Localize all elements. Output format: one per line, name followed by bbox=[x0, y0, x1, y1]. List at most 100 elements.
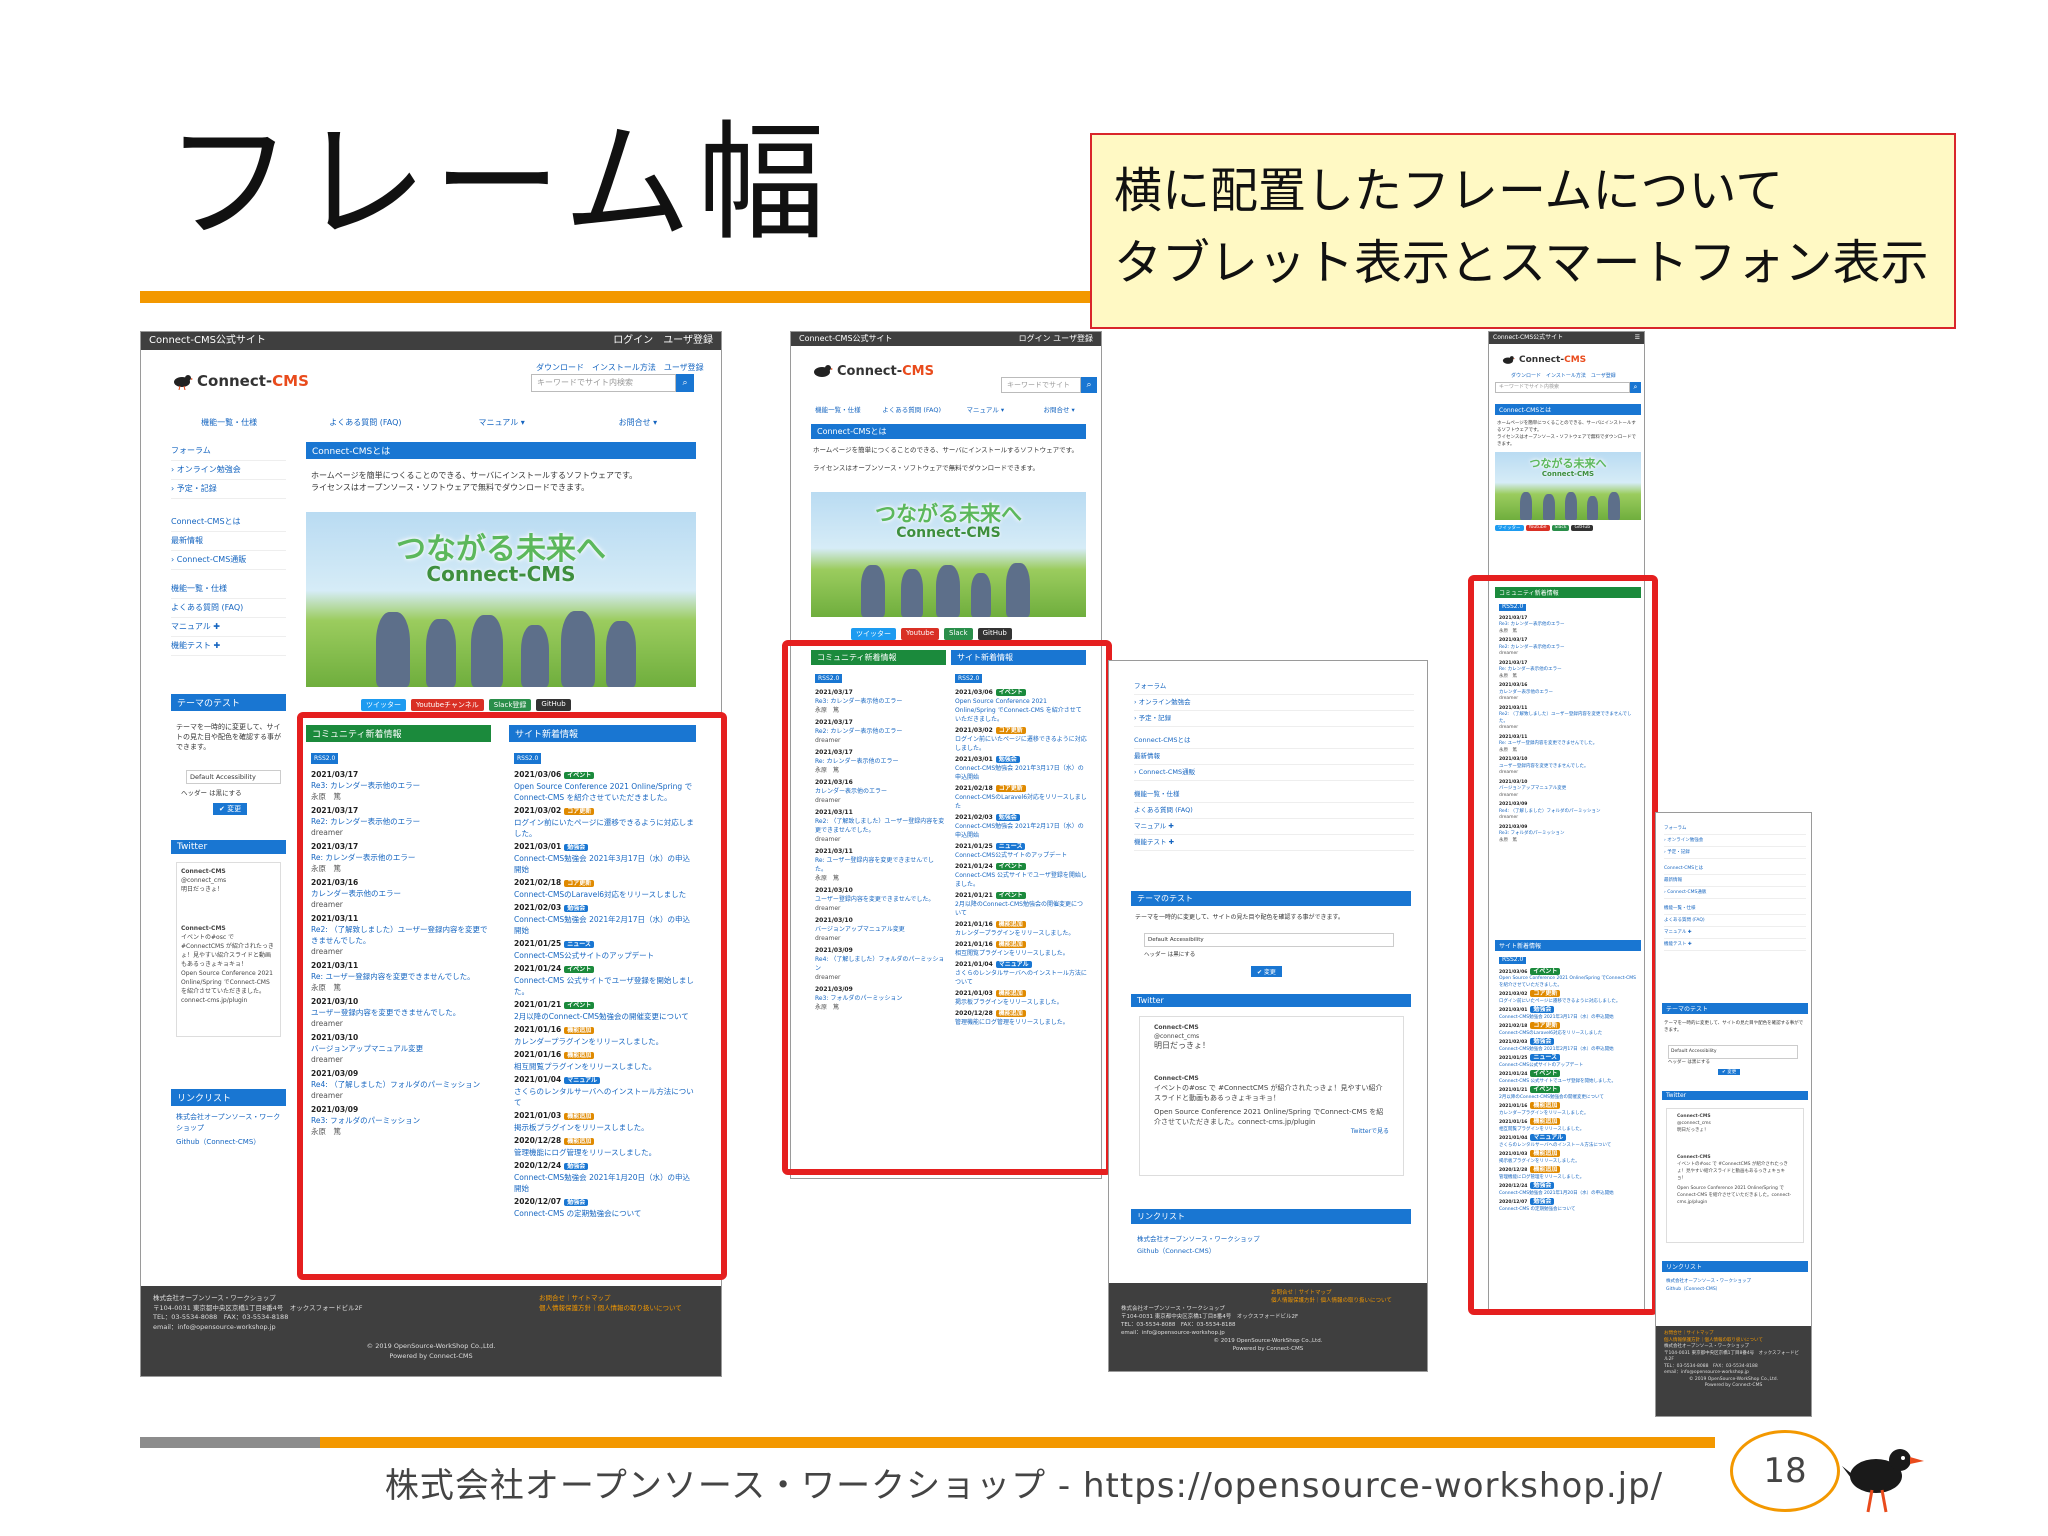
news-title[interactable]: ログイン前にいたページに遷移できるように対応しました。 bbox=[1499, 998, 1621, 1004]
news-title[interactable]: Connect-CMS公式サイトのアップデート bbox=[955, 852, 1068, 859]
sidebar-item[interactable]: › 予定・記録 bbox=[1664, 847, 1806, 859]
sidebar-item[interactable]: 機能一覧・仕様 bbox=[1664, 903, 1806, 915]
news-title[interactable]: ユーザー登録内容を変更できませんでした。 bbox=[815, 896, 935, 903]
news-title[interactable]: Connect-CMS 公式サイトでユーザ登録を開始しました。 bbox=[514, 976, 694, 996]
search-button[interactable]: ⌕ bbox=[676, 374, 694, 392]
news-title[interactable]: 相互閲覧プラグインをリリースしました。 bbox=[514, 1062, 657, 1071]
news-title[interactable]: ログイン前にいたページに遷移できるように対応しました。 bbox=[514, 818, 694, 838]
news-title[interactable]: 管理機能にログ管理をリリースしました。 bbox=[514, 1148, 657, 1157]
sidebar-item[interactable]: Connect-CMSとは bbox=[1664, 863, 1806, 875]
login-link[interactable]: ログイン bbox=[1018, 334, 1051, 343]
news-title[interactable]: 相互閲覧プラグインをリリースしました。 bbox=[1499, 1126, 1585, 1132]
sidebar-item[interactable]: 機能テスト ✚ bbox=[171, 637, 286, 656]
theme-select[interactable]: Default Accessibility bbox=[186, 770, 281, 784]
news-title[interactable]: バージョンアップマニュアル変更 bbox=[1499, 786, 1567, 791]
news-title[interactable]: Connect-CMS公式サイトのアップデート bbox=[514, 951, 655, 960]
news-title[interactable]: 2月以降のConnect-CMS勉強会の開催変更について bbox=[1499, 1094, 1604, 1100]
news-title[interactable]: Re2: カレンダー表示他のエラー bbox=[1499, 644, 1565, 650]
search-input[interactable]: キーワードでサイト bbox=[1001, 377, 1081, 393]
news-title[interactable]: Re2: （了解致しました）ユーザー登録内容を変更できませんでした。 bbox=[815, 818, 945, 834]
news-title[interactable]: Connect-CMS勉強会 2021年3月17日（水）の申込開始 bbox=[514, 854, 690, 874]
news-title[interactable]: Re: ユーザー登録内容を変更できませんでした。 bbox=[311, 972, 475, 981]
news-title[interactable]: さくらのレンタルサーバへのインストール方法について bbox=[514, 1087, 694, 1107]
news-title[interactable]: Re: ユーザー登録内容を変更できませんでした。 bbox=[815, 857, 934, 873]
search-input[interactable]: キーワードでサイト内検索 bbox=[531, 374, 676, 392]
link-item[interactable]: Github（Connect-CMS） bbox=[1666, 1287, 1721, 1292]
slack-button[interactable]: Slack登録 bbox=[488, 699, 532, 711]
sidebar-item[interactable]: 最新情報 bbox=[1664, 875, 1806, 887]
theme-select[interactable]: Default Accessibility bbox=[1668, 1045, 1798, 1059]
footer-links-2[interactable]: 個人情報保護方針｜個人情報の取り扱いについて bbox=[539, 1303, 682, 1312]
news-title[interactable]: Connect-CMS勉強会 2021年1月20日（水）の申込開始 bbox=[1499, 1190, 1614, 1196]
news-title[interactable]: カレンダープラグインをリリースしました。 bbox=[1499, 1110, 1589, 1116]
footer-links-2[interactable]: 個人情報保護方針｜個人情報の取り扱いについて bbox=[1271, 1298, 1392, 1304]
site-logo[interactable]: Connect-CMS bbox=[811, 362, 934, 380]
news-title[interactable]: 相互閲覧プラグインをリリースしました。 bbox=[955, 950, 1069, 957]
nav-faq[interactable]: よくある質問 (FAQ) bbox=[882, 406, 941, 414]
news-title[interactable]: Re4: （了解しました）フォルダのパーミッション bbox=[311, 1080, 481, 1089]
news-title[interactable]: Open Source Conference 2021 Online/Sprin… bbox=[1499, 976, 1636, 988]
news-title[interactable]: 管理機能にログ管理をリリースしました。 bbox=[955, 1019, 1069, 1026]
news-title[interactable]: Connect-CMS 公式サイトでユーザ登録を開始しました。 bbox=[1499, 1078, 1616, 1084]
site-logo[interactable]: Connect-CMS bbox=[1501, 354, 1586, 366]
news-title[interactable]: Connect-CMS の定期勉強会について bbox=[1499, 1206, 1576, 1212]
news-title[interactable]: 掲示板プラグインをリリースしました。 bbox=[1499, 1158, 1580, 1164]
sidebar-item[interactable]: › 予定・記録 bbox=[1134, 711, 1414, 727]
search-button[interactable]: ⌕ bbox=[1630, 382, 1641, 393]
sidebar-item[interactable]: 最新情報 bbox=[171, 532, 286, 551]
sidebar-item[interactable]: 機能テスト ✚ bbox=[1664, 939, 1806, 951]
nav-manual[interactable]: マニュアル ▾ bbox=[966, 406, 1005, 414]
news-title[interactable]: Re3: フォルダのパーミッション bbox=[815, 995, 903, 1002]
news-title[interactable]: カレンダー表示他のエラー bbox=[311, 889, 401, 898]
news-title[interactable]: Connect-CMS勉強会 2021年1月20日（水）の申込開始 bbox=[514, 1173, 690, 1193]
twitter-view-link[interactable]: Twitterで見る bbox=[1350, 1128, 1389, 1135]
news-title[interactable]: Re3: フォルダのパーミッション bbox=[1499, 831, 1565, 836]
top-links[interactable]: ダウンロード インストール方法 ユーザ登録 bbox=[536, 363, 704, 372]
news-title[interactable]: Re2: （了解致しました）ユーザー登録内容を変更できませんでした。 bbox=[1499, 712, 1632, 724]
footer-links[interactable]: お問合せ｜サイトマップ bbox=[1664, 1331, 1714, 1336]
theme-change-button[interactable]: ✔ 変更 bbox=[1251, 966, 1282, 977]
news-title[interactable]: Re2: （了解致しました）ユーザー登録内容を変更できませんでした。 bbox=[311, 925, 488, 945]
news-title[interactable]: Connect-CMS勉強会 2021年3月17日（水）の申込開始 bbox=[955, 765, 1084, 781]
news-title[interactable]: 掲示板プラグインをリリースしました。 bbox=[514, 1123, 649, 1132]
search-input[interactable]: キーワードでサイト内検索 bbox=[1495, 382, 1630, 393]
sidebar-item[interactable]: › Connect-CMS通販 bbox=[1664, 887, 1806, 899]
news-title[interactable]: Re2: カレンダー表示他のエラー bbox=[815, 728, 903, 735]
nav-contact[interactable]: お問合せ ▾ bbox=[618, 418, 658, 427]
news-title[interactable]: Re2: カレンダー表示他のエラー bbox=[311, 817, 421, 826]
news-title[interactable]: Re3: カレンダー表示他のエラー bbox=[1499, 622, 1565, 627]
news-title[interactable]: Open Source Conference 2021 Online/Sprin… bbox=[955, 698, 1082, 723]
news-title[interactable]: カレンダー表示他のエラー bbox=[815, 788, 888, 795]
news-title[interactable]: Re3: フォルダのパーミッション bbox=[311, 1116, 421, 1125]
link-item[interactable]: Github（Connect-CMS） bbox=[176, 1138, 261, 1146]
youtube-button[interactable]: Youtube bbox=[901, 628, 939, 640]
news-title[interactable]: Open Source Conference 2021 Online/Sprin… bbox=[514, 782, 693, 802]
news-title[interactable]: Re4: （了解しました）フォルダのパーミッション bbox=[815, 956, 945, 972]
theme-select[interactable]: Default Accessibility bbox=[1144, 933, 1394, 947]
rss-badge[interactable]: RSS2.0 bbox=[955, 674, 983, 683]
news-title[interactable]: Connect-CMS勉強会 2021年2月17日（水）の申込開始 bbox=[1499, 1046, 1614, 1052]
news-title[interactable]: Connect-CMSのLaravel6対応をリリースしました bbox=[514, 890, 687, 899]
sidebar-item[interactable]: 最新情報 bbox=[1134, 749, 1414, 765]
news-title[interactable]: Connect-CMS勉強会 2021年2月17日（水）の申込開始 bbox=[514, 915, 690, 935]
sidebar-item[interactable]: よくある質問 (FAQ) bbox=[1134, 803, 1414, 819]
sidebar-item[interactable]: 機能一覧・仕様 bbox=[1134, 787, 1414, 803]
news-title[interactable]: カレンダー表示他のエラー bbox=[1499, 689, 1553, 695]
news-title[interactable]: Re3: カレンダー表示他のエラー bbox=[311, 781, 421, 790]
news-title[interactable]: Connect-CMS勉強会 2021年3月17日（水）の申込開始 bbox=[1499, 1014, 1614, 1020]
news-title[interactable]: カレンダープラグインをリリースしました。 bbox=[955, 930, 1075, 937]
sidebar-item[interactable]: フォーラム bbox=[171, 442, 286, 461]
news-title[interactable]: Re: カレンダー表示他のエラー bbox=[1499, 667, 1562, 672]
news-title[interactable]: ログイン前にいたページに遷移できるように対応しました。 bbox=[955, 736, 1087, 752]
sidebar-item[interactable]: › Connect-CMS通販 bbox=[1134, 765, 1414, 781]
theme-change-button[interactable]: ✔ 変更 bbox=[213, 803, 248, 815]
news-title[interactable]: さくらのレンタルサーバへのインストール方法について bbox=[1499, 1142, 1612, 1148]
hamburger-icon[interactable]: ☰ bbox=[1634, 334, 1640, 341]
register-link[interactable]: ユーザ登録 bbox=[1053, 334, 1093, 343]
site-logo[interactable]: Connect-CMS bbox=[171, 372, 309, 390]
search-button[interactable]: ⌕ bbox=[1081, 377, 1097, 393]
news-title[interactable]: 2月以降のConnect-CMS勉強会の開催変更について bbox=[514, 1012, 689, 1021]
link-item[interactable]: 株式会社オープンソース・ワークショップ bbox=[176, 1113, 281, 1132]
news-title[interactable]: ユーザー登録内容を変更できませんでした。 bbox=[311, 1008, 461, 1017]
sidebar-item[interactable]: › オンライン勉強会 bbox=[171, 461, 286, 480]
